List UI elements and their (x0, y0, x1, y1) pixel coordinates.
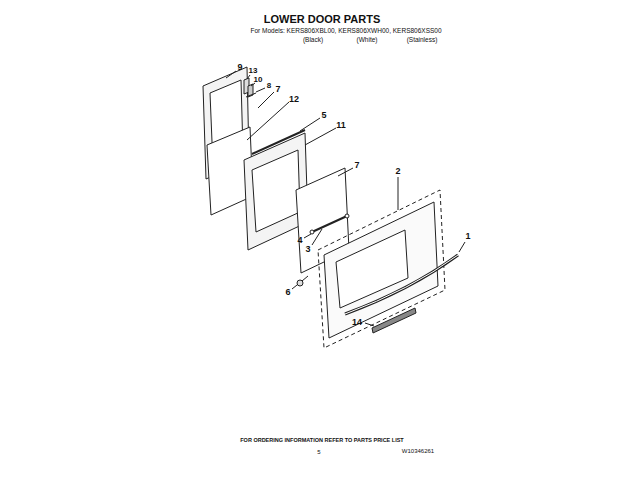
page-number: 5 (317, 449, 320, 455)
callout-number: 6 (285, 288, 290, 297)
callout-number: 8 (267, 82, 271, 90)
footer-note: FOR ORDERING INFORMATION REFER TO PARTS … (240, 438, 403, 444)
model-color: (Stainless) (407, 37, 438, 44)
model-color: (Black) (303, 37, 323, 44)
callout-number: 4 (297, 236, 302, 245)
callout-number: 7 (354, 161, 359, 170)
callout-number: 13 (249, 67, 258, 75)
callout-number: 5 (321, 111, 326, 120)
document-number: W10346261 (402, 448, 434, 454)
callout-number: 9 (237, 63, 242, 72)
callout-number: 10 (254, 76, 263, 84)
callout-number: 2 (395, 167, 400, 176)
callout-number: 3 (305, 245, 310, 254)
callout-number: 14 (352, 318, 362, 327)
callout-number: 12 (289, 95, 299, 104)
callout-number: 1 (465, 232, 470, 241)
model-list: For Models: KERS806XBL00, KERS806XWH00, … (250, 28, 441, 35)
callout-number: 11 (336, 121, 346, 130)
page-title: LOWER DOOR PARTS (264, 14, 381, 25)
callout-number: 7 (275, 85, 280, 94)
model-color: (White) (357, 37, 378, 44)
